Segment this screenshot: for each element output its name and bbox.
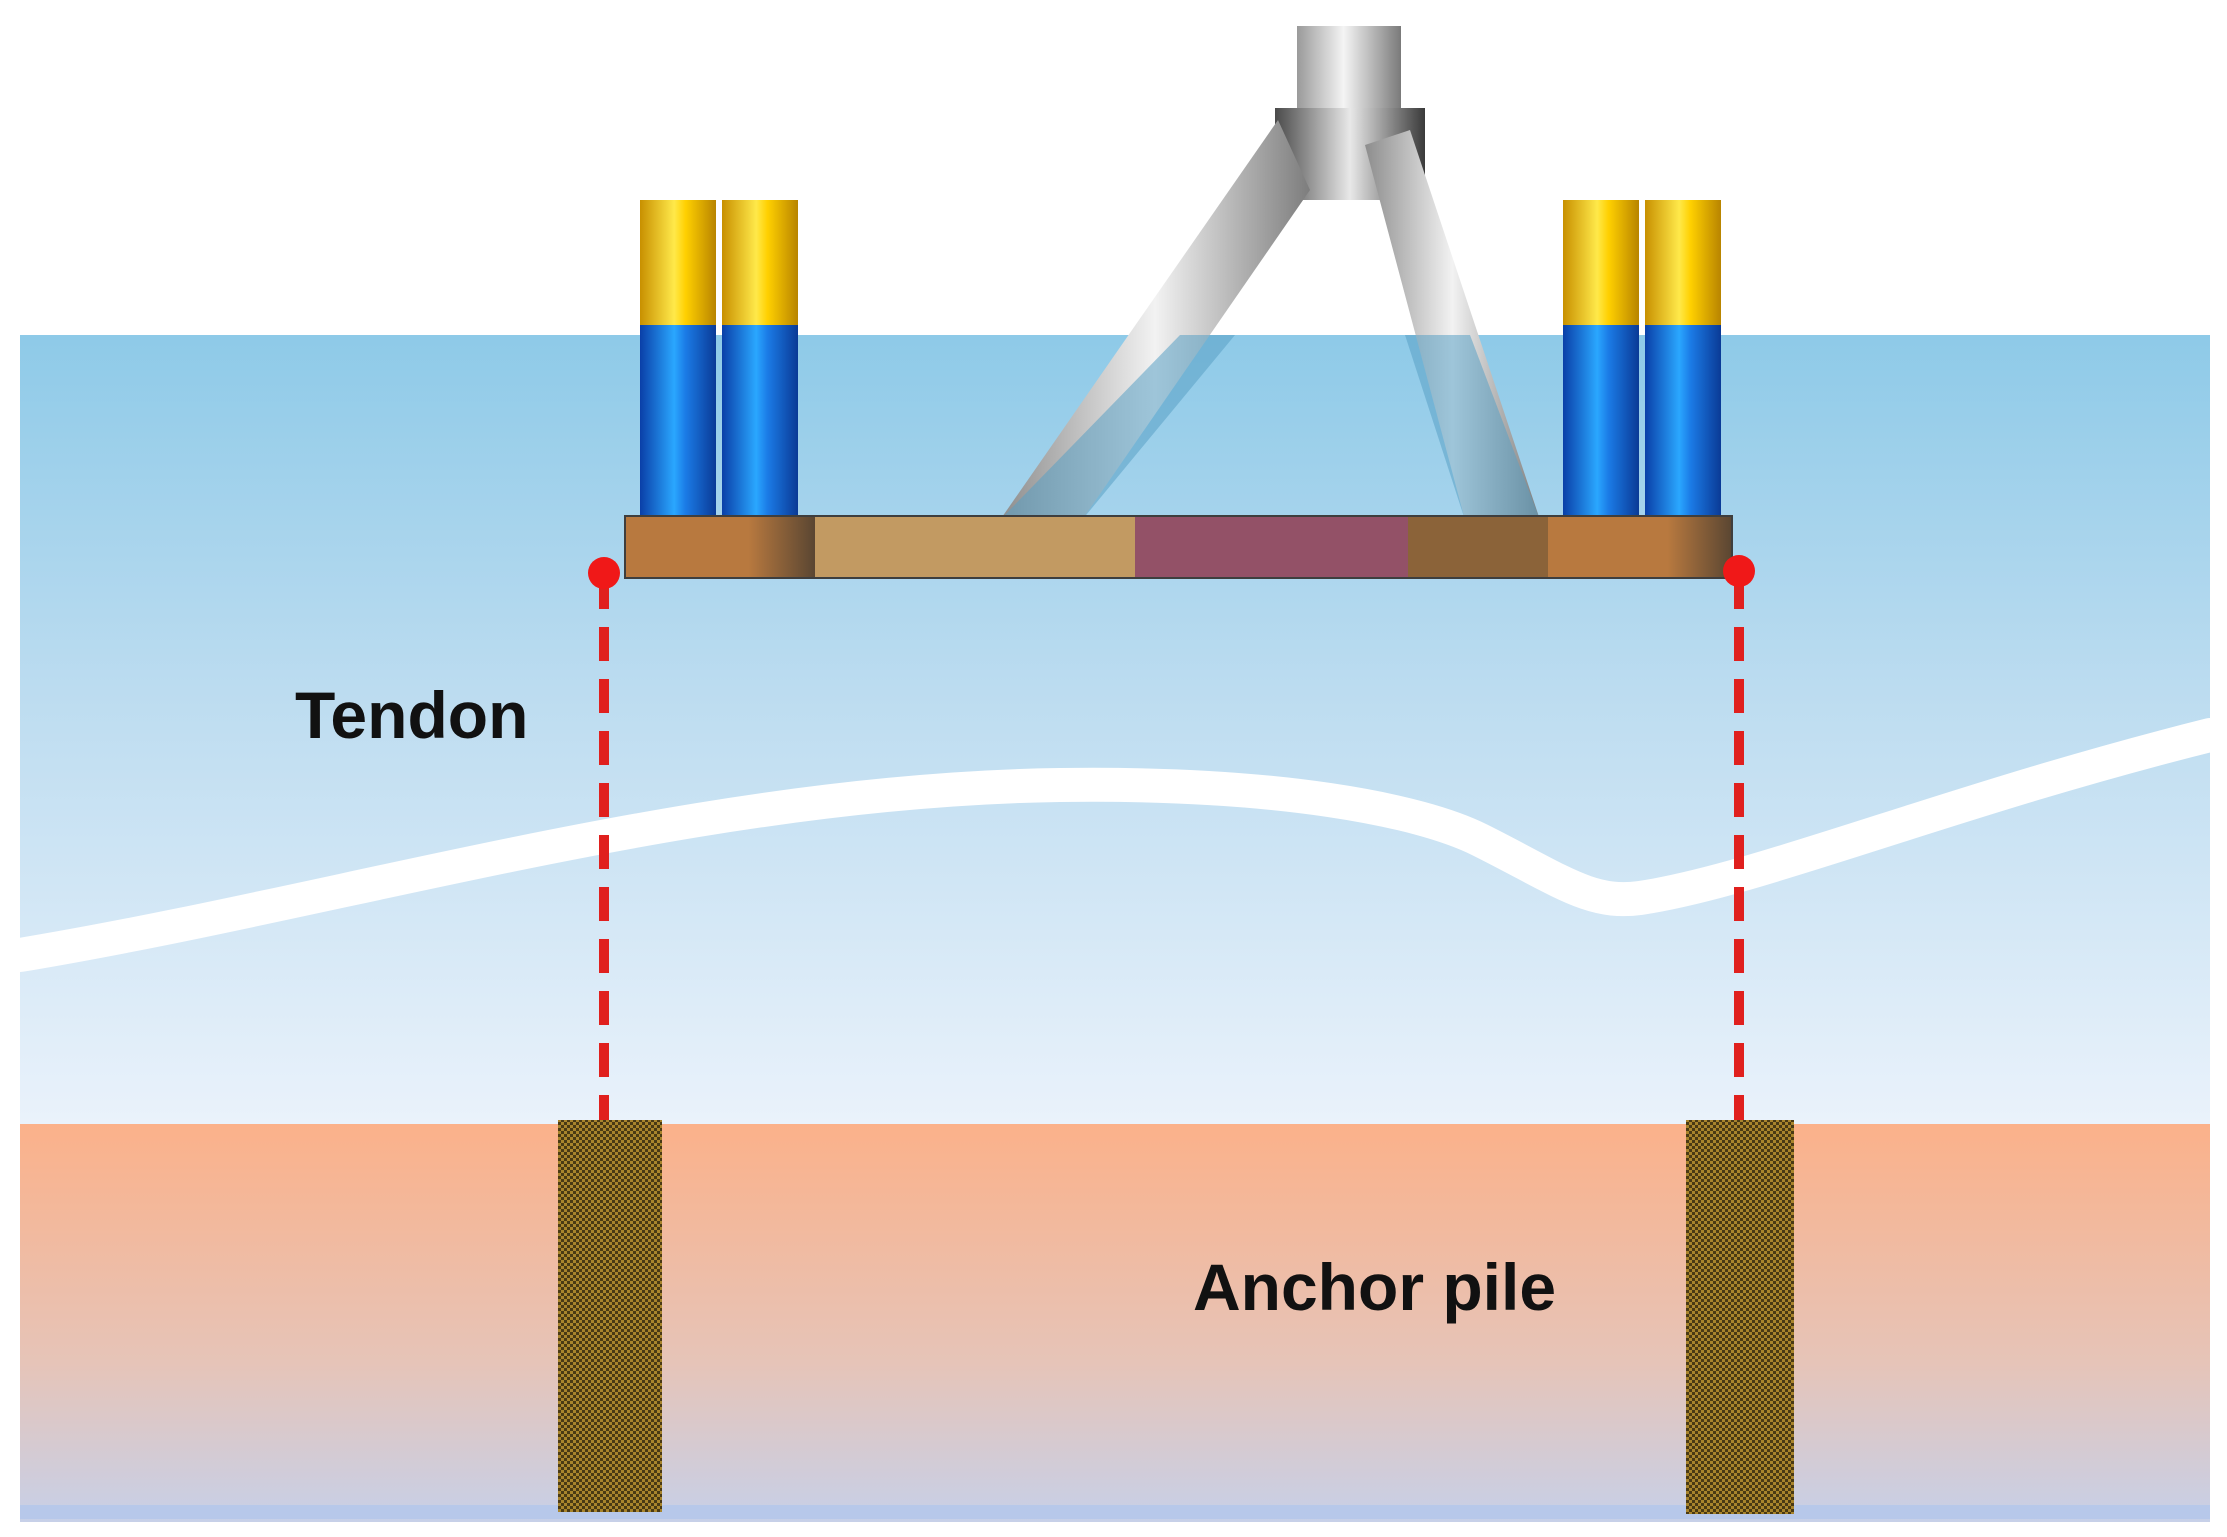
anchor-pile-label: Anchor pile (1193, 1250, 1556, 1324)
wave-break-line (3, 718, 2227, 972)
left-column-2 (722, 200, 798, 520)
leg-left-submerged (1000, 335, 1235, 520)
anchor-pile-right (1686, 1120, 1794, 1514)
leg-left (1000, 120, 1310, 520)
tendon-attachment-left (588, 557, 620, 589)
tendon-attachment-right (1723, 555, 1755, 587)
seabed-region (20, 1124, 2210, 1522)
right-column-1 (1563, 200, 1639, 520)
anchor-pile-left (558, 1120, 662, 1512)
leg-right-submerged (1405, 335, 1540, 520)
left-column-1 (640, 200, 716, 520)
pontoon (624, 515, 1733, 579)
seabed-bottom-edge (20, 1505, 2210, 1519)
tower (1297, 26, 1401, 110)
tendon-label: Tendon (295, 678, 528, 752)
right-column-2 (1645, 200, 1721, 520)
